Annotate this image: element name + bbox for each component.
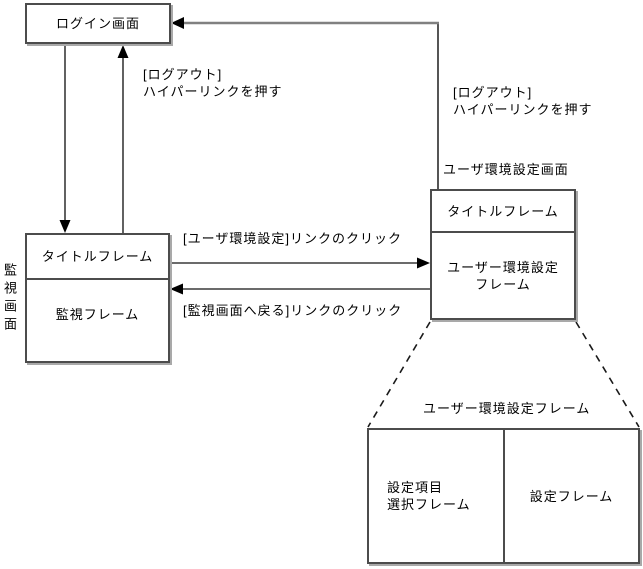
dashed-expand-left: [367, 321, 431, 428]
login-screen-title: ログイン画面: [55, 16, 140, 31]
arrow-user-env-to-login: [171, 17, 439, 189]
arrow-monitor-to-login: [117, 45, 129, 233]
arrow-login-to-monitor: [59, 44, 71, 233]
setting-frame-cell: 設定フレーム: [529, 488, 614, 504]
user-env-title-frame: タイトルフレーム: [432, 191, 574, 233]
user-env-screen-box: タイトルフレーム ユーザー環境設定 フレーム: [430, 189, 576, 320]
monitor-frame: 監視フレーム: [55, 307, 140, 322]
open-user-env-label: [ユーザ環境設定]リンクのクリック: [183, 231, 402, 246]
arrow-monitor-to-user-env: [170, 257, 430, 269]
arrow-user-env-to-monitor: [170, 283, 430, 295]
user-env-screen-caption: ユーザ環境設定画面: [443, 162, 569, 177]
monitor-side-label: 監視画面: [2, 263, 17, 335]
back-to-monitor-label: [監視画面へ戻る]リンクのクリック: [183, 303, 403, 318]
setting-item-select-frame-cell: 設定項目 選択フレーム: [369, 430, 505, 562]
monitor-screen-box: タイトルフレーム 監視フレーム: [25, 233, 170, 363]
env-frame-detail-box: 設定項目 選択フレーム 設定フレーム: [367, 428, 640, 564]
login-screen-box: ログイン画面: [25, 3, 171, 44]
monitor-title-frame: タイトルフレーム: [27, 235, 168, 280]
logout-label-left: [ログアウト] ハイパーリンクを押す: [143, 67, 283, 99]
user-env-frame: ユーザー環境設定 フレーム: [447, 259, 559, 292]
logout-label-right: [ログアウト] ハイパーリンクを押す: [453, 85, 593, 117]
env-frame-detail-caption: ユーザー環境設定フレーム: [423, 401, 591, 416]
